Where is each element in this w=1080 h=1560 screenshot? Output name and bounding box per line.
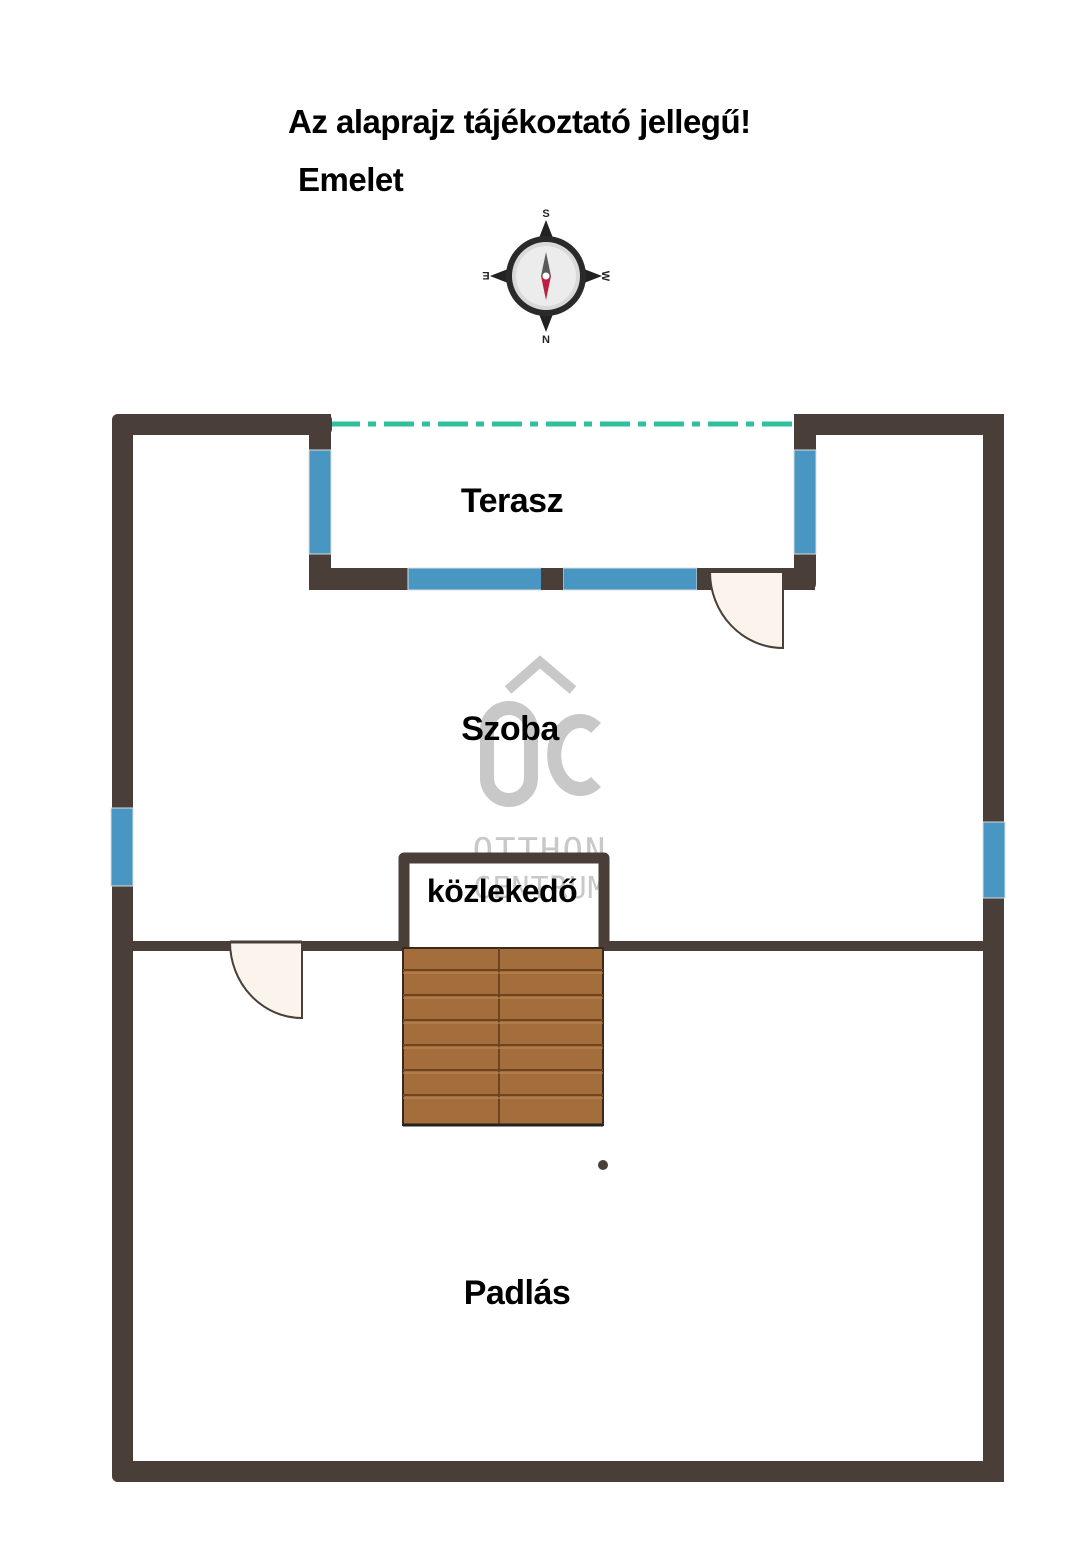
window-terrace-left <box>308 449 332 555</box>
interior-wall <box>130 941 986 951</box>
compass-letter-right: W <box>599 271 611 282</box>
window-terrace-bottom-2 <box>562 567 698 591</box>
room-label-room: Szoba <box>461 710 560 748</box>
compass-letter-left: E <box>482 269 489 281</box>
window-right-wall <box>982 821 1006 899</box>
marker-dot <box>598 1160 608 1170</box>
terrace-door <box>709 571 784 650</box>
interior-door <box>229 940 303 1020</box>
watermark-logo: OTTHON CENTRUM <box>473 655 608 906</box>
compass-letter-top: S <box>542 208 549 220</box>
watermark-brand-line2: CENTRUM <box>473 871 606 906</box>
floor-name: Emelet <box>298 161 404 198</box>
window-left-wall <box>110 807 134 887</box>
room-label-hallway: közlekedő <box>427 873 577 909</box>
outer-walls <box>112 414 1004 1482</box>
compass-letter-bottom: N <box>542 334 550 344</box>
room-label-attic: Padlás <box>464 1274 571 1312</box>
watermark-brand-line1: OTTHON <box>473 831 608 871</box>
hallway-walls <box>398 852 610 948</box>
staircase <box>402 947 604 1127</box>
disclaimer-title: Az alaprajz tájékoztató jellegű! <box>288 103 751 140</box>
compass-rose-icon: S N E W <box>482 208 611 344</box>
window-terrace-right <box>793 449 817 555</box>
room-label-terrace: Terasz <box>461 482 563 520</box>
window-terrace-bottom-1 <box>407 567 543 591</box>
